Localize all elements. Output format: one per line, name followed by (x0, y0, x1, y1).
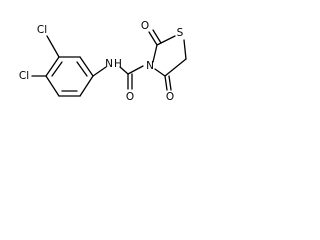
bond-carbonyl-n-ring (127, 65, 144, 75)
atom-label-o-top: O (141, 20, 149, 32)
bond-c5-c4 (164, 58, 187, 77)
thiazolidinedione-ring (152, 35, 187, 77)
atom-label-o-carbonyl: O (126, 91, 134, 103)
atom-label-s-ring: S (177, 27, 184, 39)
bond-nh-carbonyl (119, 66, 129, 75)
bond-c2-o-top-double (152, 29, 162, 44)
bond-ring-bottom-right (79, 75, 94, 97)
bond-c2-s (156, 35, 176, 46)
atom-label-cl-top: Cl (37, 24, 47, 36)
atom-label-nh-h: H (114, 58, 122, 70)
bond-c-cl-top (46, 35, 60, 58)
bond-ring-top-left-inner (51, 61, 63, 77)
bond-ring-top-left (45, 56, 60, 77)
bond-c4-o-bottom (164, 75, 168, 91)
bond-c4-o-bottom-double (168, 75, 172, 91)
bond-c4-n (154, 68, 166, 77)
atom-label-nh-n: N (105, 58, 113, 70)
bond-ring-nh (92, 66, 107, 77)
bond-ring-top-right-inner (76, 61, 88, 77)
bond-ring-top-right (79, 56, 94, 77)
atom-label-cl-bottom: Cl (19, 70, 29, 82)
bond-n-c2 (152, 44, 158, 63)
benzene-ring (45, 56, 94, 97)
atom-label-o-bottom: O (166, 91, 174, 103)
bond-ring-bottom-left (45, 75, 60, 97)
bond-c2-o-top (148, 31, 158, 46)
atom-label-n-ring: N (146, 60, 154, 72)
bond-s-c5 (183, 39, 187, 60)
chemical-structure-diagram: Cl Cl N H N S O O O (19, 20, 187, 103)
